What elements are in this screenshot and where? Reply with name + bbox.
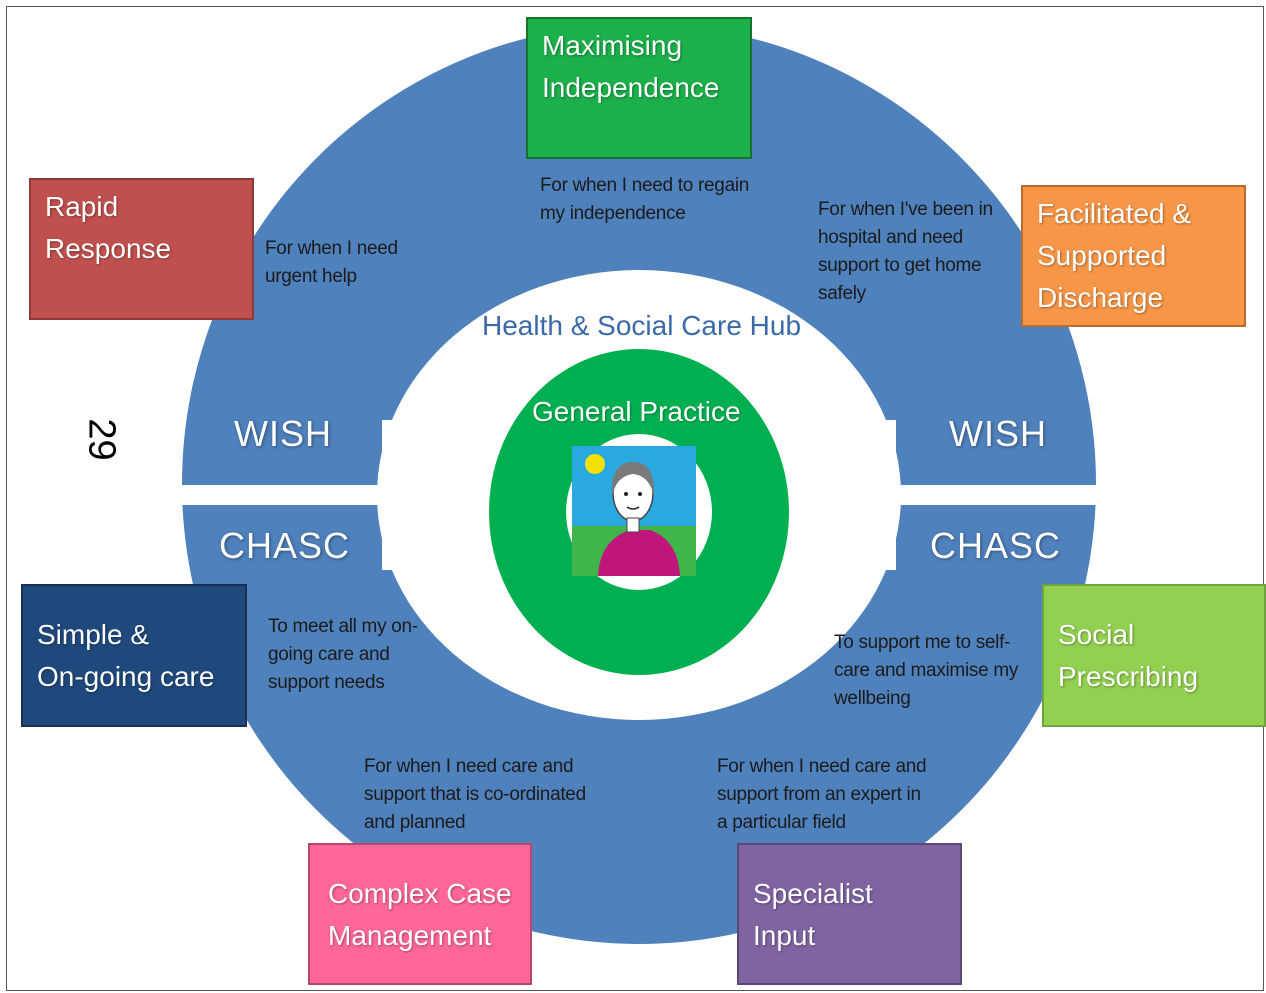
note-social-prescribing: To support me to self- care and maximise… [834,632,1019,709]
note-specialist-input: For when I need care and support from an… [717,756,927,833]
service-box-facilitated-discharge: Facilitated & Supported Discharge [1021,185,1246,327]
gp-title: General Practice [532,396,741,427]
ring-cut-right [882,420,896,570]
section-chasc-right: CHASC [930,525,1062,566]
note-complex-case-management: For when I need care and support that is… [364,756,586,833]
service-box-specialist-input: Specialist Input [737,843,962,985]
service-box-social-prescribing: Social Prescribing [1042,584,1266,727]
slide-frame [6,6,1264,991]
note-maximising-independence: For when I need to regain my independenc… [540,175,750,224]
service-box-simple-ongoing-care: Simple & On-going care [21,584,247,727]
page-number: 29 [80,418,123,461]
note-simple-ongoing-care: To meet all my on- going care and suppor… [268,616,418,693]
note-facilitated-discharge: For when I've been in hospital and need … [818,199,993,304]
section-chasc-left: CHASC [219,525,351,566]
sun-icon [585,454,605,474]
ring-cut-left [382,420,396,570]
hub-title: Health & Social Care Hub [482,310,802,341]
service-box-rapid-response: Rapid Response [29,178,254,320]
service-box-complex-case-management: Complex Case Management [308,843,532,985]
section-wish-right: WISH [949,413,1047,454]
section-wish-left: WISH [234,413,332,454]
service-box-maximising-independence: Maximising Independence [526,17,752,159]
person-icon [572,446,696,576]
note-rapid-response: For when I need urgent help [265,238,398,287]
